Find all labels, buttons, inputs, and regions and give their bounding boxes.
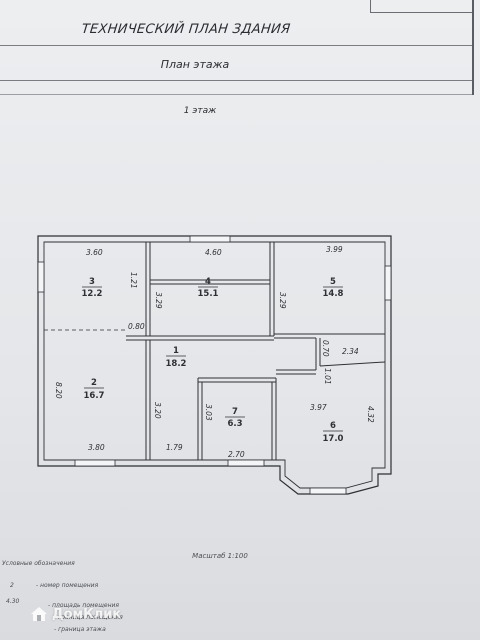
header-bottom-line: [0, 94, 472, 95]
dimension-label: 3.60: [86, 248, 103, 257]
document-subtitle: План этажа: [160, 58, 230, 71]
dimension-label: 3.03: [204, 404, 213, 421]
room-area: 6.3: [227, 419, 242, 429]
legend-text: - граница помещения: [54, 614, 123, 621]
dimension-label: 0.80: [128, 322, 145, 331]
dimension-label: 3.29: [278, 292, 287, 309]
windows: [37, 235, 392, 495]
interior-walls: [126, 242, 386, 460]
legend-text: - площадь помещения: [48, 602, 120, 609]
floor-label: 1 этаж: [183, 106, 217, 116]
subtitle-divider: [0, 80, 472, 81]
room-number: 6: [330, 421, 336, 431]
dimension-label: 1.21: [129, 272, 138, 289]
room-area: 15.1: [198, 289, 219, 299]
dimension-label: 3.80: [88, 443, 105, 452]
dimension-label: 2.34: [342, 347, 359, 356]
room-area: 18.2: [166, 359, 187, 369]
dimension-label: 3.97: [310, 403, 327, 412]
room-number: 3: [89, 277, 95, 287]
room-number: 7: [232, 407, 238, 417]
room-area: 12.2: [82, 289, 103, 299]
dimension-label: 1.01: [323, 368, 332, 385]
room-number: 2: [91, 378, 97, 388]
dimension-label: 8.20: [54, 382, 63, 399]
dimension-label: 0.70: [321, 340, 330, 357]
legend-symbol: 4.30: [6, 598, 20, 605]
room-area: 17.0: [323, 434, 344, 444]
legend-symbol: 2: [10, 582, 14, 589]
domclick-watermark: ДомКлик: [30, 604, 121, 624]
scale-label: Масштаб 1:100: [192, 552, 248, 560]
watermark-text: ДомКлик: [52, 606, 122, 622]
dimension-label: 1.79: [166, 443, 183, 452]
dimension-label: 3.29: [154, 292, 163, 309]
room-area: 14.8: [323, 289, 344, 299]
house-icon: [31, 607, 47, 621]
room-number: 5: [330, 277, 336, 287]
frame-border: [472, 0, 474, 95]
title-block-cell: [370, 0, 473, 13]
title-divider: [0, 45, 472, 46]
dimension-label: 3.20: [153, 402, 162, 419]
dimension-label: 3.99: [326, 245, 343, 254]
dimension-label: 4.60: [205, 248, 222, 257]
room-area: 16.7: [84, 391, 105, 401]
room-number: 1: [173, 346, 179, 356]
legend-text: - граница этажа: [54, 626, 106, 633]
dimension-label: 2.70: [228, 450, 245, 459]
legend-text: - номер помещения: [36, 582, 99, 589]
room-number: 4: [205, 277, 211, 287]
legend-heading: Условные обозначения: [2, 560, 75, 567]
dimension-label: 4.32: [366, 406, 375, 423]
